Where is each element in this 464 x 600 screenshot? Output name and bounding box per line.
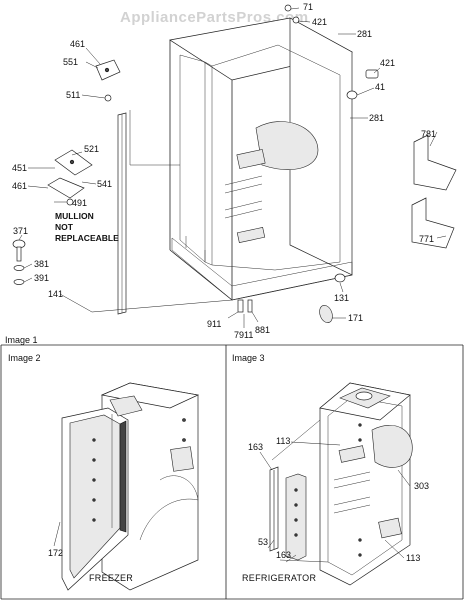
callout-521: 521 (84, 144, 99, 154)
liner-strips (269, 419, 329, 563)
bottom-parts (237, 273, 346, 324)
image1-title: Image 1 (5, 335, 38, 345)
freezer-caption: FREEZER (89, 573, 133, 583)
mullion-strip (117, 112, 127, 315)
cabinet-assembly (169, 17, 353, 301)
callout-771: 771 (419, 234, 434, 244)
hinge-bracket-top (95, 59, 121, 102)
callout-541: 541 (97, 179, 112, 189)
mullion-note-line2: NOT (55, 222, 74, 232)
refrigerator-caption: REFRIGERATOR (242, 573, 316, 583)
callout-551: 551 (63, 57, 78, 67)
refrigerator-cabinet (319, 382, 413, 586)
callout-881: 881 (255, 325, 270, 335)
panel-borders (0, 344, 464, 600)
callout-461: 461 (12, 181, 27, 191)
freezer-cabinet (61, 382, 200, 591)
mullion-note-line1: MULLION (55, 211, 94, 221)
small-plugs (284, 4, 379, 100)
callout-911: 911 (207, 319, 221, 329)
callout-71: 71 (303, 2, 313, 12)
callout-451: 451 (12, 163, 27, 173)
callout-461: 461 (70, 39, 85, 49)
callout-41: 41 (375, 82, 385, 92)
callout-113: 113 (406, 553, 420, 563)
callout-113: 113 (276, 436, 290, 446)
duct-panels (411, 134, 457, 249)
callout-371: 371 (13, 226, 28, 236)
hinge-bracket-bottom (47, 149, 93, 206)
callout-381: 381 (34, 259, 49, 269)
callout-53: 53 (258, 537, 268, 547)
mullion-note-line3: REPLACEABLE (55, 233, 119, 243)
callout-163: 163 (248, 442, 263, 452)
callout-421: 421 (380, 58, 395, 68)
leader-lines (18, 7, 447, 328)
callout-7911: 7911 (234, 330, 253, 340)
leveling-leg (12, 239, 26, 285)
callout-303: 303 (414, 481, 429, 491)
callout-141: 141 (48, 289, 63, 299)
callout-131: 131 (334, 293, 349, 303)
callout-391: 391 (34, 273, 49, 283)
leader-lines-image3 (259, 441, 411, 563)
callout-281: 281 (357, 29, 372, 39)
callout-421: 421 (312, 17, 327, 27)
leader-172 (53, 521, 61, 547)
watermark: AppliancePartsPros.com (120, 9, 309, 26)
callout-171: 171 (348, 313, 363, 323)
callout-281: 281 (369, 113, 384, 123)
image3-title: Image 3 (232, 353, 265, 363)
callout-511: 511 (66, 90, 80, 100)
callout-491: 491 (72, 198, 87, 208)
callout-172: 172 (48, 548, 63, 558)
callout-163: 163 (276, 550, 291, 560)
callout-781: 781 (421, 129, 436, 139)
image2-title: Image 2 (8, 353, 41, 363)
